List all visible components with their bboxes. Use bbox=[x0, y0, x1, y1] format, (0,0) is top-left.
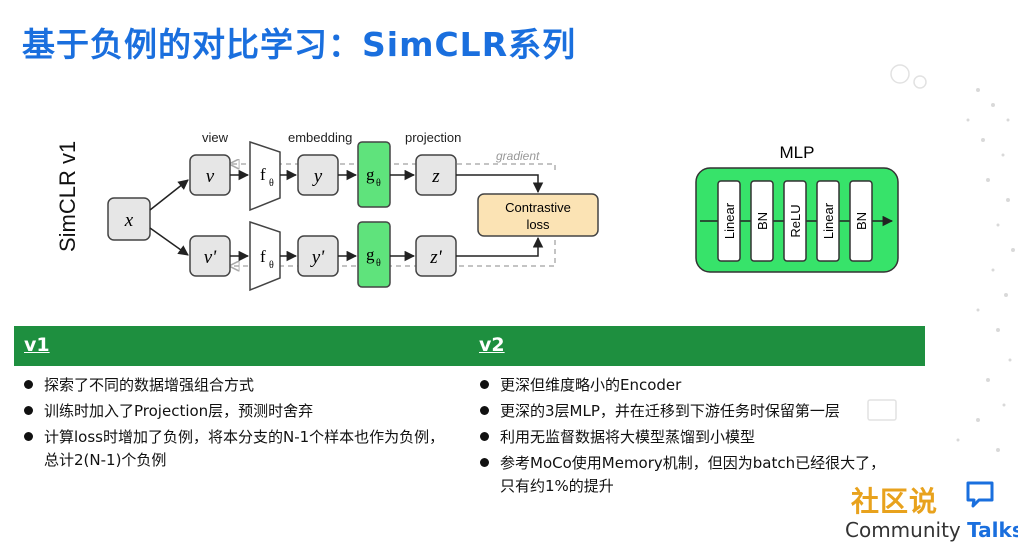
mlp-layer-box bbox=[816, 180, 840, 262]
bullet-icon bbox=[24, 406, 33, 415]
logo-english: Community Talks bbox=[845, 518, 1018, 542]
label-projection: projection bbox=[405, 130, 461, 145]
head-g-top-theta: θ bbox=[376, 178, 381, 189]
encoder-f-bottom-label: f bbox=[260, 247, 266, 266]
encoder-f-top-theta: θ bbox=[269, 178, 274, 189]
slide-title: 基于负例的对比学习：SimCLR系列 bbox=[22, 25, 577, 64]
node-x bbox=[107, 197, 151, 241]
encoder-f-top bbox=[249, 140, 281, 212]
mlp-layer-label: ReLU bbox=[788, 204, 803, 237]
node-x-label: x bbox=[124, 210, 134, 231]
node-y-label: y bbox=[312, 166, 323, 187]
v1-item: 探索了不同的数据增强组合方式 bbox=[22, 374, 472, 397]
node-v-label: v bbox=[206, 166, 215, 187]
mlp-layer-box bbox=[783, 180, 807, 262]
encoder-f-bottom bbox=[249, 220, 281, 292]
mlp-layer-label: Linear bbox=[821, 202, 836, 239]
v1-header: v1 bbox=[24, 334, 50, 356]
v2-column: 更深但维度略小的Encoder 更深的3层MLP，并在迁移到下游任务时保留第一层… bbox=[478, 374, 918, 501]
v1-item: 计算loss时增加了负例，将本分支的N-1个样本也作为负例， bbox=[22, 426, 472, 449]
contrastive-loss-line1: Contrastive bbox=[505, 200, 571, 215]
encoder-f-top-label: f bbox=[260, 165, 266, 184]
node-y-prime-label: y' bbox=[310, 247, 325, 268]
node-v-prime-label: v' bbox=[204, 247, 217, 268]
mlp-title: MLP bbox=[780, 143, 815, 162]
bullet-icon bbox=[480, 458, 489, 467]
contrastive-loss-box bbox=[477, 193, 599, 237]
comparison-table-header: v1 v2 bbox=[14, 326, 925, 366]
head-g-top-label: g bbox=[366, 165, 375, 184]
logo-chinese: 社区说 bbox=[851, 485, 939, 518]
head-g-bottom-label: g bbox=[366, 245, 375, 264]
label-gradient: gradient bbox=[496, 149, 540, 163]
bullet-icon bbox=[480, 432, 489, 441]
community-talks-logo: 社区说 Community Talks bbox=[845, 478, 1018, 548]
bullet-icon bbox=[480, 380, 489, 389]
speech-bubble-icon bbox=[966, 481, 994, 508]
mlp-layer-box bbox=[750, 180, 774, 262]
v2-header: v2 bbox=[479, 334, 505, 356]
simclr-v1-side-label: SimCLR v1 bbox=[55, 141, 80, 252]
label-embedding: embedding bbox=[288, 130, 352, 145]
v2-item: 更深的3层MLP，并在迁移到下游任务时保留第一层 bbox=[478, 400, 918, 423]
bullet-icon bbox=[24, 432, 33, 441]
mlp-layer-label: BN bbox=[854, 212, 869, 230]
v1-item: 训练时加入了Projection层，预测时舍弃 bbox=[22, 400, 472, 423]
v2-item: 参考MoCo使用Memory机制，但因为batch已经很大了， bbox=[478, 452, 918, 475]
head-g-bottom bbox=[357, 221, 391, 288]
mlp-layer-box bbox=[717, 180, 741, 262]
v1-item-continuation: 总计2(N-1)个负例 bbox=[44, 451, 167, 469]
mlp-layer-label: BN bbox=[755, 212, 770, 230]
decorative-dot-pattern bbox=[867, 64, 1015, 452]
bullet-icon bbox=[24, 380, 33, 389]
mlp-layer-box bbox=[849, 180, 873, 262]
bullet-icon bbox=[480, 406, 489, 415]
contrastive-loss-line2: loss bbox=[526, 217, 550, 232]
v1-column: 探索了不同的数据增强组合方式 训练时加入了Projection层，预测时舍弃 计… bbox=[22, 374, 472, 475]
label-view: view bbox=[202, 130, 229, 145]
head-g-bottom-theta: θ bbox=[376, 258, 381, 269]
v2-item-continuation: 只有约1%的提升 bbox=[500, 477, 614, 495]
encoder-f-bottom-theta: θ bbox=[269, 260, 274, 271]
simclr-diagram: SimCLR v1 view embedding projection grad… bbox=[55, 130, 899, 292]
mlp-layer-label: Linear bbox=[722, 202, 737, 239]
node-z-prime-label: z' bbox=[429, 247, 442, 268]
v2-item: 利用无监督数据将大模型蒸馏到小模型 bbox=[478, 426, 918, 449]
v2-item: 更深但维度略小的Encoder bbox=[478, 374, 918, 397]
node-z-label: z bbox=[431, 166, 440, 187]
